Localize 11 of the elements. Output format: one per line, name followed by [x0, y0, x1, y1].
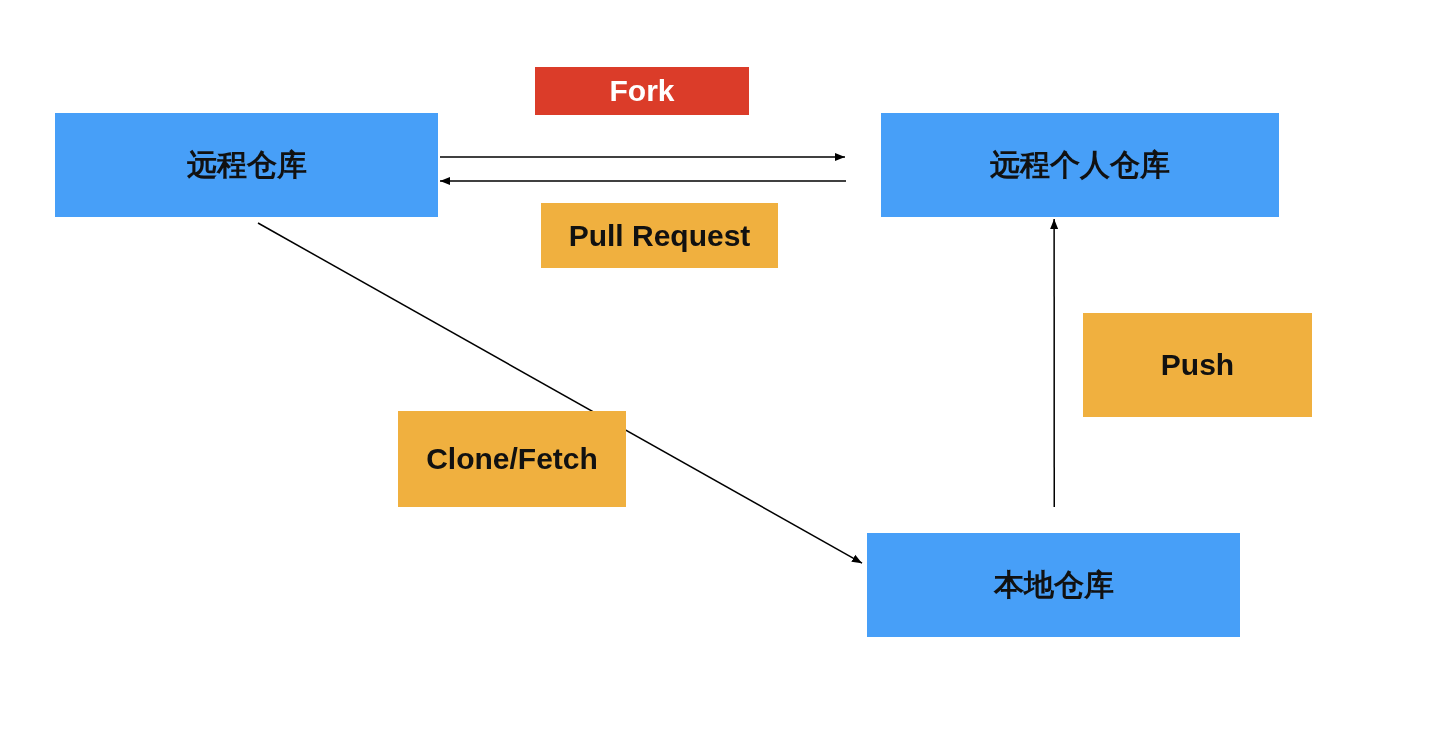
arrow	[439, 177, 847, 185]
arrow	[1050, 218, 1059, 508]
edge-label: Pull Request	[541, 203, 778, 268]
edge-label: Fork	[535, 67, 749, 115]
edge-label: Clone/Fetch	[398, 411, 626, 507]
arrow	[257, 222, 863, 564]
repository-box: 本地仓库	[867, 533, 1240, 637]
repository-box: 远程仓库	[55, 113, 438, 217]
edge-label: Push	[1083, 313, 1312, 417]
arrow	[439, 153, 846, 161]
repository-box: 远程个人仓库	[881, 113, 1279, 217]
